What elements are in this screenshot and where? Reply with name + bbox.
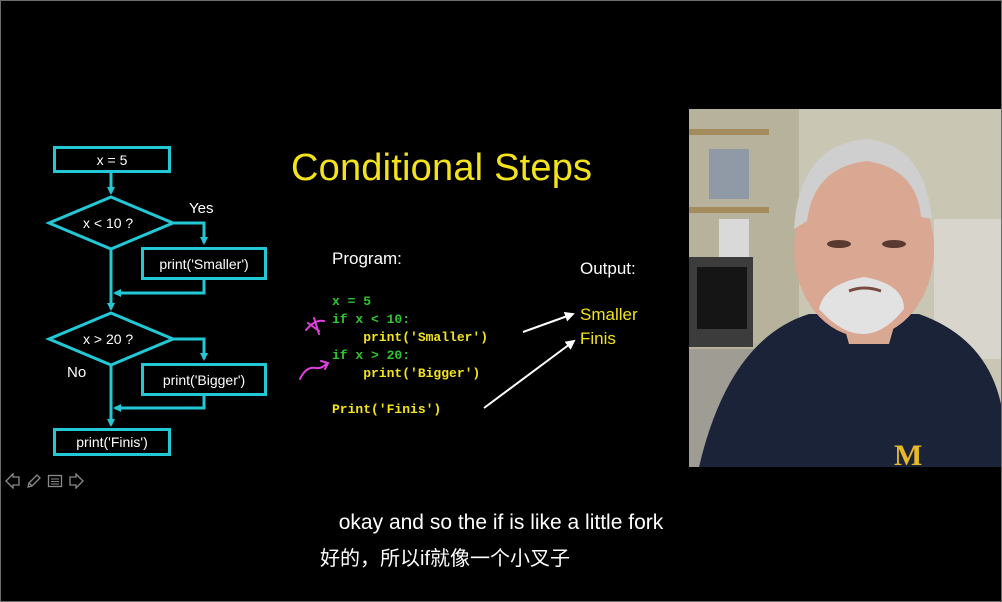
output-line-finis: Finis (580, 329, 616, 348)
flow-print-finis-box: print('Finis') (53, 428, 171, 456)
code-line: print('Smaller') (332, 330, 489, 345)
handwritten-annotation (305, 317, 325, 335)
flow-no-label: No (67, 364, 87, 381)
pen-icon[interactable] (26, 473, 42, 489)
svg-text:M: M (894, 439, 922, 467)
flow-assign-box: x = 5 (53, 146, 171, 173)
code-line: Print('Finis') (332, 402, 442, 417)
flow-assign-text: x = 5 (96, 151, 128, 168)
flow-print-bigger-box: print('Bigger') (141, 363, 267, 396)
code-line: x = 5 (332, 294, 372, 309)
flow-cond1-text: x < 10 ? (83, 215, 134, 231)
code-line: print('Bigger') (332, 366, 481, 381)
flow-print-bigger-text: print('Bigger') (162, 371, 246, 388)
flow-yes-label: Yes (189, 200, 214, 217)
caption-chinese: 好的，所以if就像一个小叉子 (320, 548, 570, 570)
caption-english: okay and so the if is like a little fork (338, 511, 664, 534)
flow-print-smaller-box: print('Smaller') (141, 247, 267, 280)
flow-print-finis-text: print('Finis') (76, 434, 148, 450)
code-line: if x < 10: (332, 312, 411, 327)
output-line-smaller: Smaller (580, 305, 638, 324)
output-arrows (299, 312, 576, 409)
forward-arrow-icon[interactable] (68, 473, 84, 489)
program-label: Program: (332, 249, 402, 268)
output-label: Output: (580, 259, 636, 278)
instructor-video: M (689, 109, 1001, 467)
flow-cond2-text: x > 20 ? (83, 331, 134, 347)
slide-nav-toolbar (5, 473, 84, 489)
code-line: if x > 20: (332, 348, 411, 363)
handwritten-annotation (299, 360, 330, 380)
flow-print-smaller-text: print('Smaller') (159, 255, 249, 272)
slide-title: Conditional Steps (291, 147, 593, 189)
menu-icon[interactable] (47, 473, 63, 489)
flowchart-connectors (45, 172, 208, 427)
back-arrow-icon[interactable] (5, 473, 21, 489)
